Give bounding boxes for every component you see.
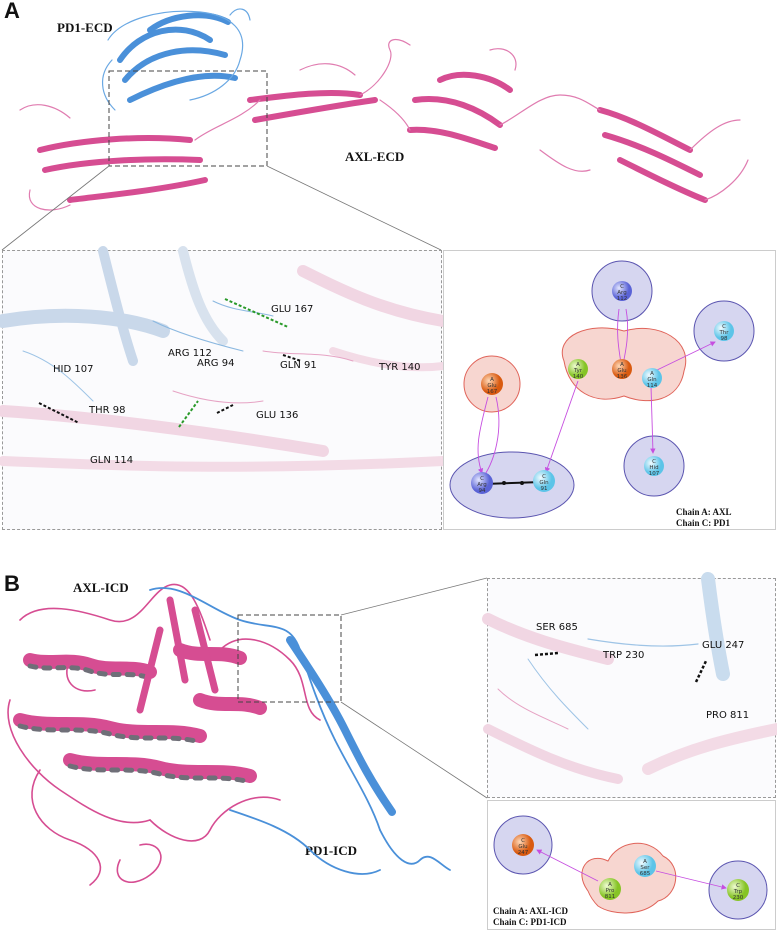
svg-text:A: A xyxy=(490,377,494,383)
legend-chain-a: Chain A: AXL xyxy=(676,507,732,517)
svg-text:Trp: Trp xyxy=(733,889,743,895)
svg-text:Glu: Glu xyxy=(487,383,496,389)
svg-text:107: 107 xyxy=(649,471,660,477)
residue-label-tyr140: TYR 140 xyxy=(379,362,421,373)
residue-label-gln91: GLN 91 xyxy=(280,360,317,371)
ecd-complex-structure xyxy=(1,8,749,251)
svg-text:Tyr: Tyr xyxy=(573,368,583,374)
residue-label-pro811: PRO 811 xyxy=(706,710,750,721)
svg-text:Ser: Ser xyxy=(640,865,650,871)
svg-text:Hid: Hid xyxy=(649,465,658,471)
residue-label-trp230: TRP 230 xyxy=(603,650,645,661)
svg-text:A: A xyxy=(608,882,612,888)
residue-label-arg112: ARG 112 xyxy=(168,348,212,359)
residue-label-hid107: HID 107 xyxy=(53,364,94,375)
interface-zoom-panel-a: GLU 167 ARG 112 ARG 94 HID 107 GLN 91 TY… xyxy=(0,246,449,530)
chain-legend-b: Chain A: AXL-ICD Chain C: PD1-ICD xyxy=(493,906,568,928)
axl-ecd-label: AXL-ECD xyxy=(345,149,405,164)
svg-text:C: C xyxy=(542,474,546,480)
residue-label-glu247: GLU 247 xyxy=(702,640,745,651)
svg-text:167: 167 xyxy=(487,389,498,395)
svg-text:247: 247 xyxy=(518,850,529,856)
svg-text:91: 91 xyxy=(541,486,548,492)
svg-text:Glu: Glu xyxy=(617,368,626,374)
svg-text:C: C xyxy=(736,883,740,889)
svg-text:98: 98 xyxy=(721,336,728,342)
interface-zoom-structure-a xyxy=(0,246,449,472)
legend-chain-c-icd: Chain C: PD1-ICD xyxy=(493,917,567,927)
svg-text:Pro: Pro xyxy=(606,888,615,894)
svg-text:94: 94 xyxy=(479,488,486,494)
svg-text:C: C xyxy=(722,324,726,330)
svg-text:Gln: Gln xyxy=(647,377,657,383)
svg-text:A: A xyxy=(576,362,580,368)
axl-icd-label: AXL-ICD xyxy=(73,580,129,595)
residue-label-glu167: GLU 167 xyxy=(271,304,314,315)
svg-text:C: C xyxy=(480,476,484,482)
svg-text:136: 136 xyxy=(617,374,628,380)
svg-text:C: C xyxy=(652,459,656,465)
interface-zoom-panel-b: SER 685 TRP 230 GLU 247 PRO 811 xyxy=(482,572,777,798)
svg-text:A: A xyxy=(650,371,654,377)
svg-text:Arg: Arg xyxy=(617,290,626,296)
residue-label-arg94: ARG 94 xyxy=(197,358,235,369)
residue-label-thr98: THR 98 xyxy=(89,405,126,416)
panel-b-letter: B xyxy=(4,571,20,596)
svg-text:114: 114 xyxy=(647,383,658,389)
svg-text:230: 230 xyxy=(733,895,744,901)
svg-text:C: C xyxy=(521,838,525,844)
residue-label-glu136: GLU 136 xyxy=(256,410,299,421)
svg-text:Glu: Glu xyxy=(518,844,527,850)
svg-text:685: 685 xyxy=(640,871,651,877)
interface-zoom-structure-b xyxy=(482,572,777,784)
residue-label-gln114: GLN 114 xyxy=(90,455,134,466)
pd1-icd-label: PD1-ICD xyxy=(305,843,357,858)
svg-text:811: 811 xyxy=(605,894,616,900)
pd1-ecd-label: PD1-ECD xyxy=(57,20,113,35)
svg-text:140: 140 xyxy=(573,374,584,380)
svg-text:A: A xyxy=(620,362,624,368)
svg-text:C: C xyxy=(620,284,624,290)
svg-text:Arg: Arg xyxy=(477,482,486,488)
svg-text:112: 112 xyxy=(617,296,628,302)
residue-label-ser685: SER 685 xyxy=(536,622,578,633)
svg-text:Thr: Thr xyxy=(718,330,729,336)
legend-chain-c: Chain C: PD1 xyxy=(676,518,731,528)
icd-complex-structure xyxy=(7,577,488,886)
svg-text:A: A xyxy=(643,859,647,865)
panel-a-letter: A xyxy=(4,0,20,23)
svg-text:Gln: Gln xyxy=(539,480,549,486)
chain-legend-a: Chain A: AXL Chain C: PD1 xyxy=(676,507,732,529)
legend-chain-a-icd: Chain A: AXL-ICD xyxy=(493,906,569,916)
